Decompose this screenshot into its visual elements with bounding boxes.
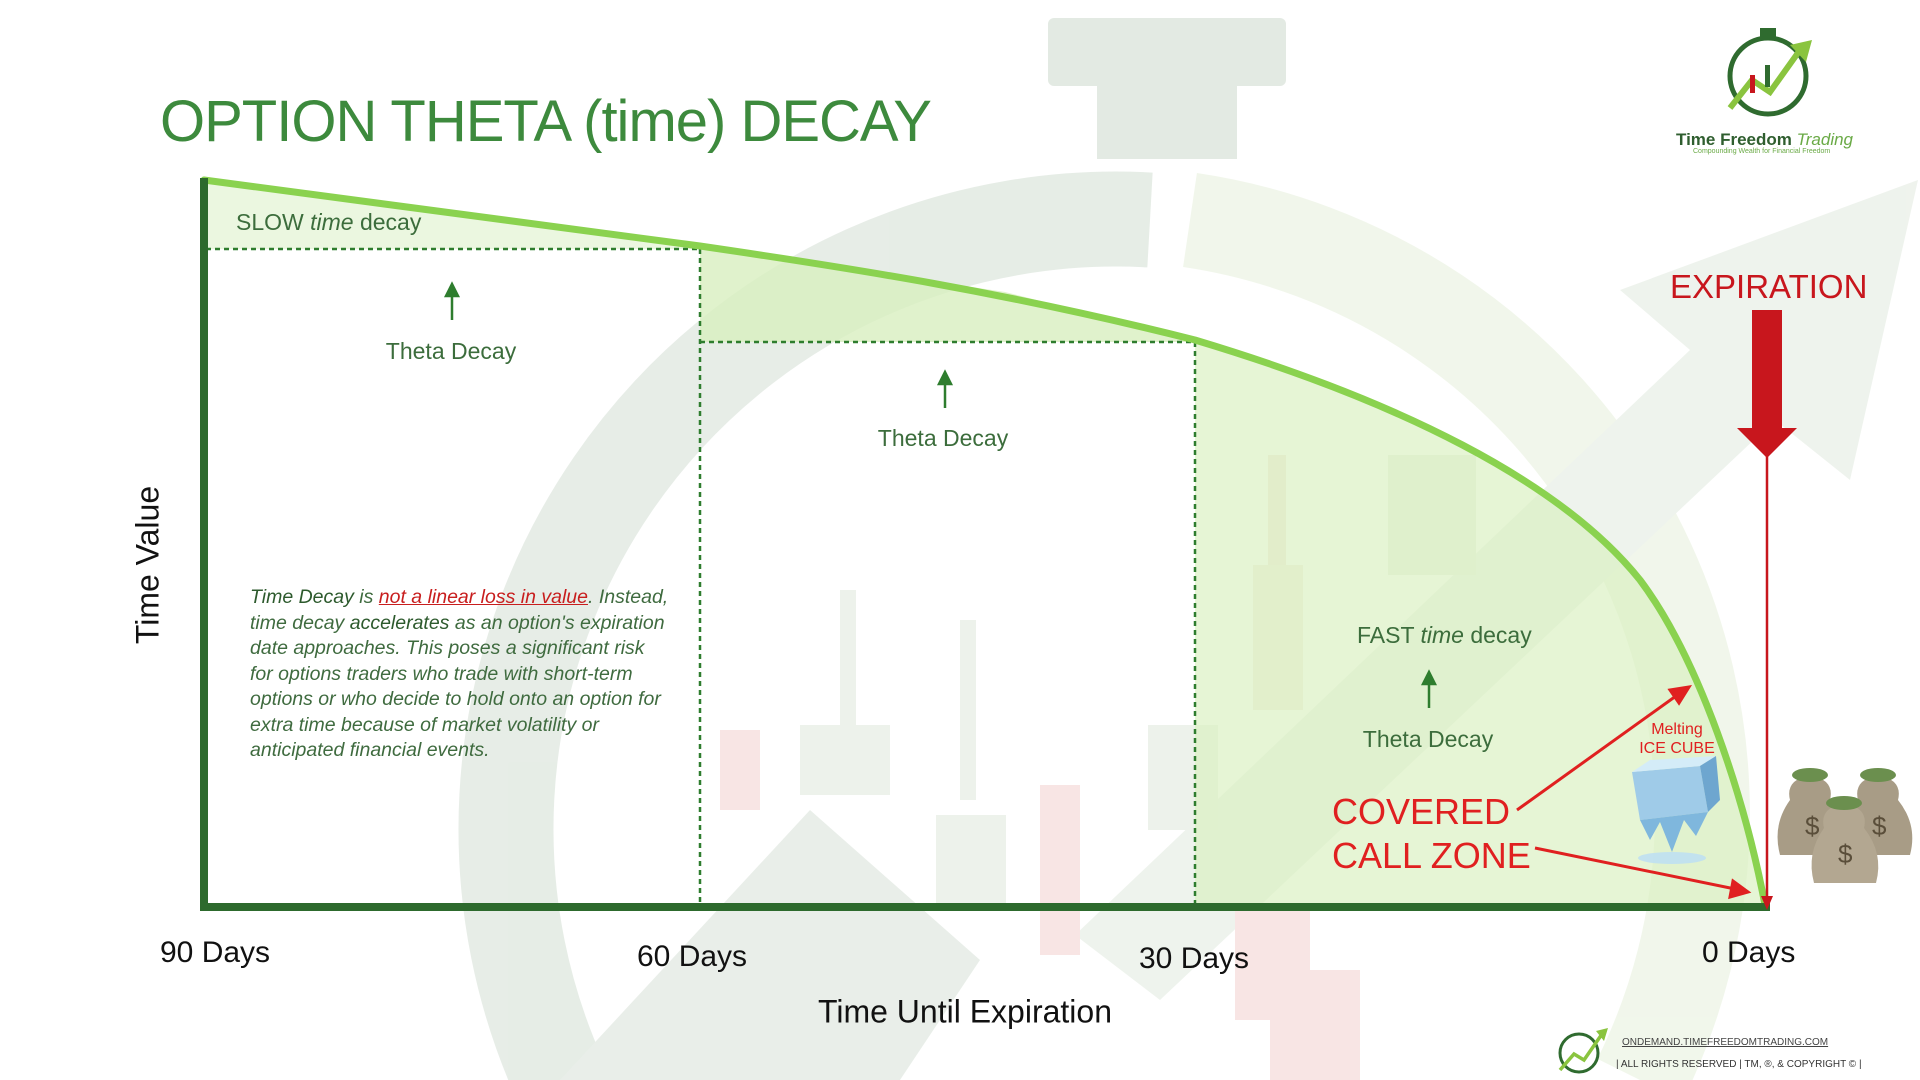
svg-text:$: $ <box>1805 811 1820 841</box>
footer-logo-icon <box>1558 1028 1608 1074</box>
fast-decay-em: time <box>1420 622 1464 648</box>
slow-decay-label: SLOW time decay <box>236 209 421 236</box>
footer-rights: | ALL RIGHTS RESERVED | TM, ®, & COPYRIG… <box>1616 1059 1862 1070</box>
x-tick-0-days: 0 Days <box>1702 936 1796 969</box>
covered-call-line2: CALL ZONE <box>1332 835 1531 876</box>
melting-line1: Melting <box>1651 721 1703 738</box>
desc-accelerates: accelerates <box>349 611 450 634</box>
brand-name-suffix: Trading <box>1796 130 1854 149</box>
svg-text:$: $ <box>1838 839 1853 869</box>
mid-decay-fill <box>700 246 1195 342</box>
desc-instead: . Instead, time decay <box>250 586 669 634</box>
slow-decay-prefix: SLOW <box>236 209 311 235</box>
theta-decay-curve <box>200 176 1769 909</box>
expiration-label: EXPIRATION <box>1670 268 1868 305</box>
melting-ice-cube-icon <box>1632 756 1720 864</box>
y-axis-label: Time Value <box>129 485 166 645</box>
covered-call-zone-label: COVERED CALL ZONE <box>1332 790 1531 878</box>
expiration-arrow-icon <box>1737 310 1797 910</box>
theta-decay-label-zone3: Theta Decay <box>1362 726 1494 752</box>
svg-text:$: $ <box>1872 811 1887 841</box>
fast-decay-label: FAST time decay <box>1357 622 1532 649</box>
theta-decay-label-zone2: Theta Decay <box>877 425 1009 451</box>
desc-rest: as an option's expiration date approache… <box>250 611 665 762</box>
x-tick-90-days: 90 Days <box>160 936 271 969</box>
slow-decay-em: time <box>310 209 354 235</box>
desc-highlight: not a linear loss in value <box>378 586 588 608</box>
page-title: OPTION THETA (time) DECAY <box>160 89 932 154</box>
x-tick-60-days: 60 Days <box>637 940 748 973</box>
fast-decay-prefix: FAST <box>1357 622 1421 648</box>
covered-call-line1: COVERED <box>1332 791 1511 832</box>
zone-dividers <box>206 247 1197 905</box>
covered-call-arrows-icon <box>1516 685 1752 900</box>
x-axis-label: Time Until Expiration <box>817 993 1113 1030</box>
brand-tagline: Compounding Wealth for Financial Freedom <box>1693 148 1831 155</box>
fast-decay-fill <box>1195 340 1765 905</box>
brand-name: Time Freedom Trading <box>1676 130 1853 150</box>
brand-name-main: Time Freedom <box>1676 130 1792 149</box>
desc-is: is <box>353 586 379 608</box>
desc-term: Time Decay <box>250 586 354 608</box>
footer-url[interactable]: ONDEMAND.TIMEFREEDOMTRADING.COM <box>1622 1037 1829 1048</box>
slow-decay-suffix: decay <box>353 209 422 235</box>
melting-ice-cube-label: Melting ICE CUBE <box>1622 720 1732 758</box>
time-decay-description: Time Decay is not a linear loss in value… <box>250 585 670 764</box>
money-bags-icon: $ $ $ <box>1777 768 1913 883</box>
theta-arrows <box>443 281 1438 708</box>
melting-line2: ICE CUBE <box>1639 740 1715 757</box>
theta-decay-label-zone1: Theta Decay <box>385 338 517 364</box>
fast-decay-suffix: decay <box>1463 622 1532 648</box>
stopwatch-chart-arrow-icon <box>1727 28 1812 117</box>
x-tick-30-days: 30 Days <box>1139 942 1250 975</box>
